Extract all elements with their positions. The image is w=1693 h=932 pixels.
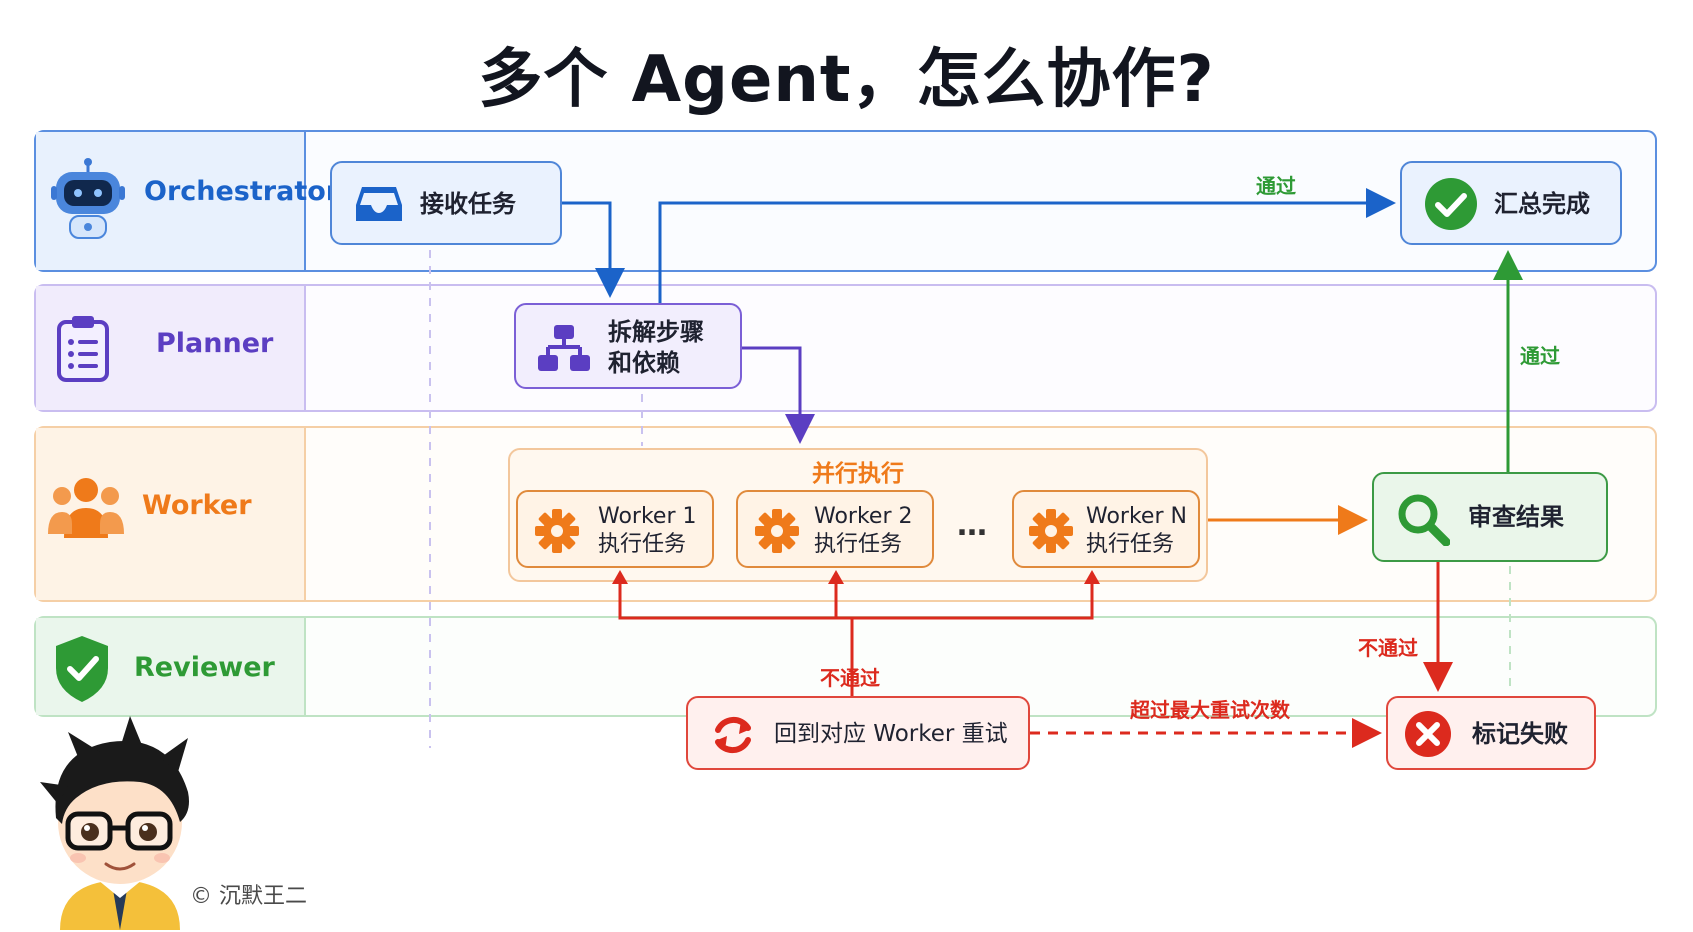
node-done[interactable]: 汇总完成: [1400, 161, 1622, 245]
edge-receive-to-decompose: [562, 201, 625, 298]
node-retry[interactable]: 回到对应 Worker 重试: [686, 696, 1030, 770]
shield-check-icon: [56, 636, 108, 702]
edge-decompose-to-parallel: [742, 346, 815, 444]
gear-icon: [755, 509, 799, 553]
node-review[interactable]: 审查结果: [1372, 472, 1608, 562]
refresh-icon: [715, 716, 751, 754]
check-circle-icon: [1425, 178, 1477, 230]
worker-1-name: Worker 1: [598, 504, 697, 529]
node-fail[interactable]: 标记失败: [1386, 696, 1596, 770]
node-review-label: 审查结果: [1468, 503, 1564, 531]
node-receive-label: 接收任务: [420, 190, 516, 218]
label-fail-retry: 不通过: [820, 666, 880, 690]
people-group-icon: [48, 478, 124, 538]
node-decompose-line1: 拆解步骤: [608, 318, 704, 346]
gear-icon: [535, 509, 579, 553]
lane-orchestrator-header: Orchestrator: [36, 132, 339, 270]
lane-worker-label: Worker: [142, 490, 252, 521]
edge-decompose-to-done: [658, 188, 1396, 303]
robot-icon: [51, 158, 125, 239]
lane-orchestrator-label: Orchestrator: [144, 176, 340, 207]
search-icon: [1398, 494, 1450, 546]
workers-ellipsis: …: [957, 508, 987, 543]
gear-icon: [1029, 509, 1073, 553]
lane-planner: Planner: [34, 284, 1657, 412]
node-decompose-line2: 和依赖: [608, 349, 680, 377]
hierarchy-icon: [538, 325, 590, 371]
lane-reviewer-header: Reviewer: [36, 618, 306, 715]
arrowhead-worker-2: [828, 570, 844, 584]
arrowhead-worker-1: [612, 570, 628, 584]
lane-reviewer: Reviewer: [34, 616, 1657, 717]
node-done-label: 汇总完成: [1494, 190, 1590, 218]
node-worker-n[interactable]: Worker N 执行任务: [1012, 490, 1200, 568]
node-worker-1[interactable]: Worker 1 执行任务: [516, 490, 714, 568]
inbox-tray-icon: [356, 187, 402, 221]
worker-1-task: 执行任务: [598, 532, 687, 557]
node-receive-task[interactable]: 接收任务: [330, 161, 562, 245]
clipboard-list-icon: [57, 316, 109, 382]
label-pass-right: 通过: [1520, 344, 1560, 368]
label-max-retry: 超过最大重试次数: [1130, 698, 1290, 722]
arrowhead-worker-n: [1084, 570, 1100, 584]
lane-planner-header: Planner: [36, 286, 306, 410]
worker-2-name: Worker 2: [814, 504, 913, 529]
lane-worker-header: Worker: [36, 428, 306, 600]
lane-planner-label: Planner: [156, 328, 274, 359]
node-fail-label: 标记失败: [1472, 720, 1568, 748]
node-retry-label: 回到对应 Worker 重试: [774, 721, 1008, 747]
edge-retry-to-workers: [618, 580, 1094, 696]
diagram-title: 多个 Agent，怎么协作?: [478, 43, 1215, 117]
node-decompose[interactable]: 拆解步骤 和依赖: [514, 303, 742, 389]
worker-n-name: Worker N: [1086, 504, 1187, 529]
lane-reviewer-label: Reviewer: [134, 652, 275, 683]
worker-2-task: 执行任务: [814, 532, 903, 557]
label-pass-top: 通过: [1256, 174, 1296, 198]
label-fail-review: 不通过: [1358, 636, 1418, 660]
x-circle-icon: [1405, 711, 1451, 757]
avatar: [40, 716, 189, 930]
worker-n-task: 执行任务: [1086, 532, 1175, 557]
watermark: © 沉默王二: [190, 884, 307, 909]
parallel-title: 并行执行: [812, 461, 904, 487]
node-worker-2[interactable]: Worker 2 执行任务: [736, 490, 934, 568]
